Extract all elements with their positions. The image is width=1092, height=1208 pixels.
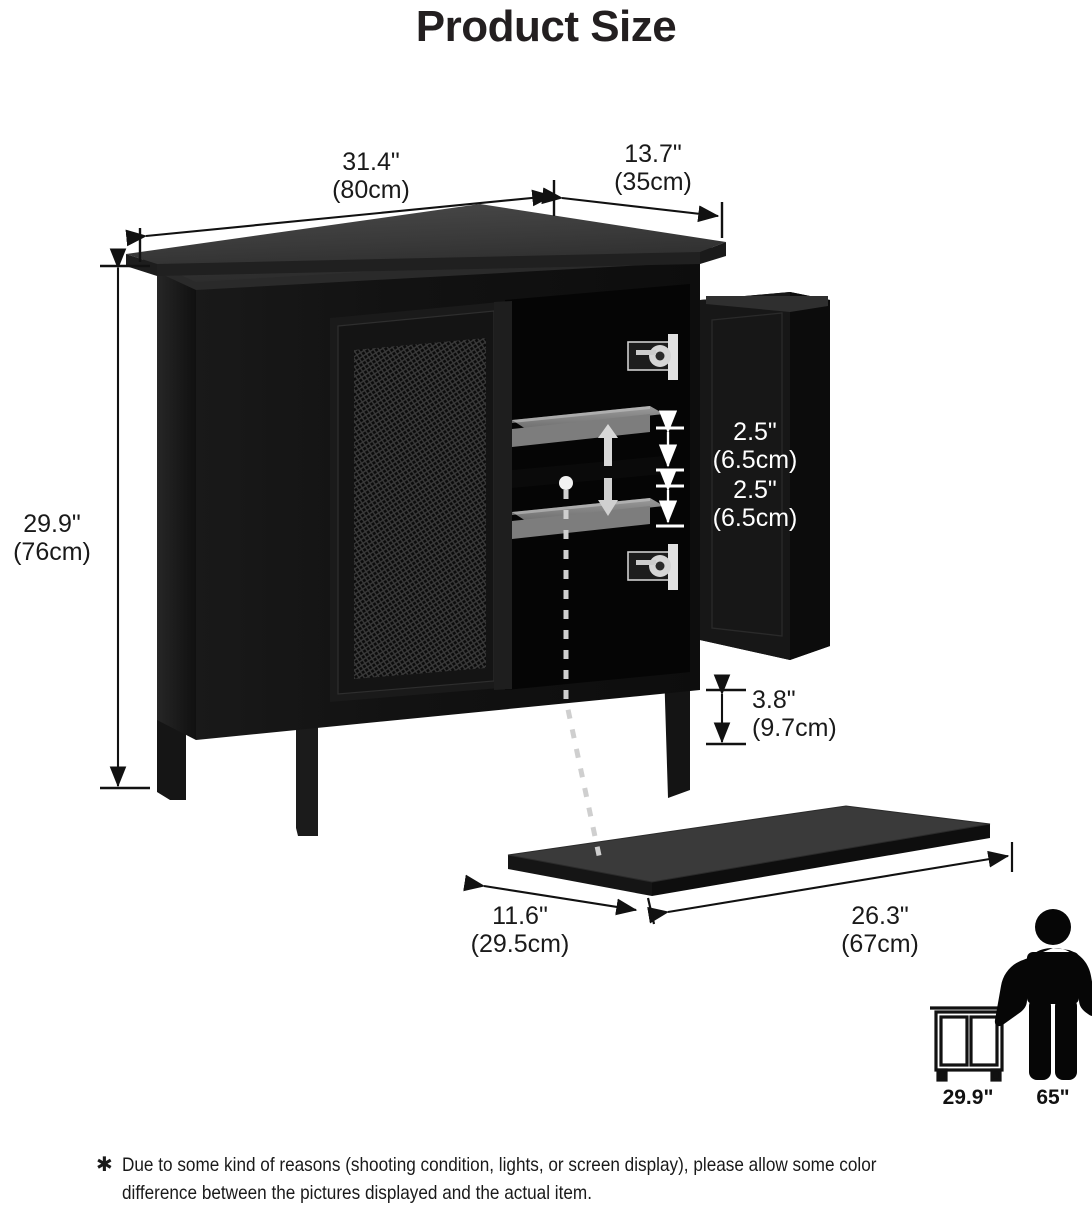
dimension-label-height: 29.9" (76cm) — [13, 510, 91, 566]
footnote-text: Due to some kind of reasons (shooting co… — [122, 1154, 877, 1205]
detached-shelf — [507, 805, 991, 896]
shelf-adjust-arrows-icon — [598, 424, 618, 516]
hinge-upper-icon — [627, 334, 678, 380]
dimension-label-depth: 13.7" (35cm) — [614, 140, 692, 196]
scale-label-cabinet: 29.9" — [942, 1086, 994, 1109]
footnote-marker-icon: ✱ — [96, 1154, 113, 1176]
dimension-label-shelf-depth: 11.6" (29.5cm) — [470, 902, 570, 958]
dimension-label-shelf-gap-upper: 2.5" (6.5cm) — [712, 418, 798, 474]
cabinet-outline-icon — [930, 1006, 1008, 1082]
dimension-label-width: 31.4" (80cm) — [332, 148, 410, 204]
cabinet-shelf-upper — [512, 406, 664, 447]
hinge-lower-icon — [627, 544, 678, 590]
shelf-gap-dimensions — [656, 410, 684, 528]
dimension-label-leg-clearance: 3.8" (9.7cm) — [752, 686, 837, 742]
scale-label-person: 65" — [1036, 1086, 1070, 1109]
dimension-label-shelf-width: 26.3" (67cm) — [841, 902, 919, 958]
cabinet-door-left — [330, 302, 500, 702]
dimension-lines — [100, 180, 746, 790]
page-title: Product Size — [415, 2, 677, 51]
footnote: ✱ Due to some kind of reasons (shooting … — [96, 1151, 1056, 1208]
scale-comparison-group — [930, 909, 1092, 1082]
dimension-label-shelf-gap-lower: 2.5" (6.5cm) — [712, 476, 798, 532]
shelf-pin-icon — [559, 476, 573, 490]
shelf-dimension-lines — [463, 842, 1014, 925]
person-silhouette-icon — [994, 909, 1092, 1080]
cabinet-door-right-open — [700, 292, 830, 660]
